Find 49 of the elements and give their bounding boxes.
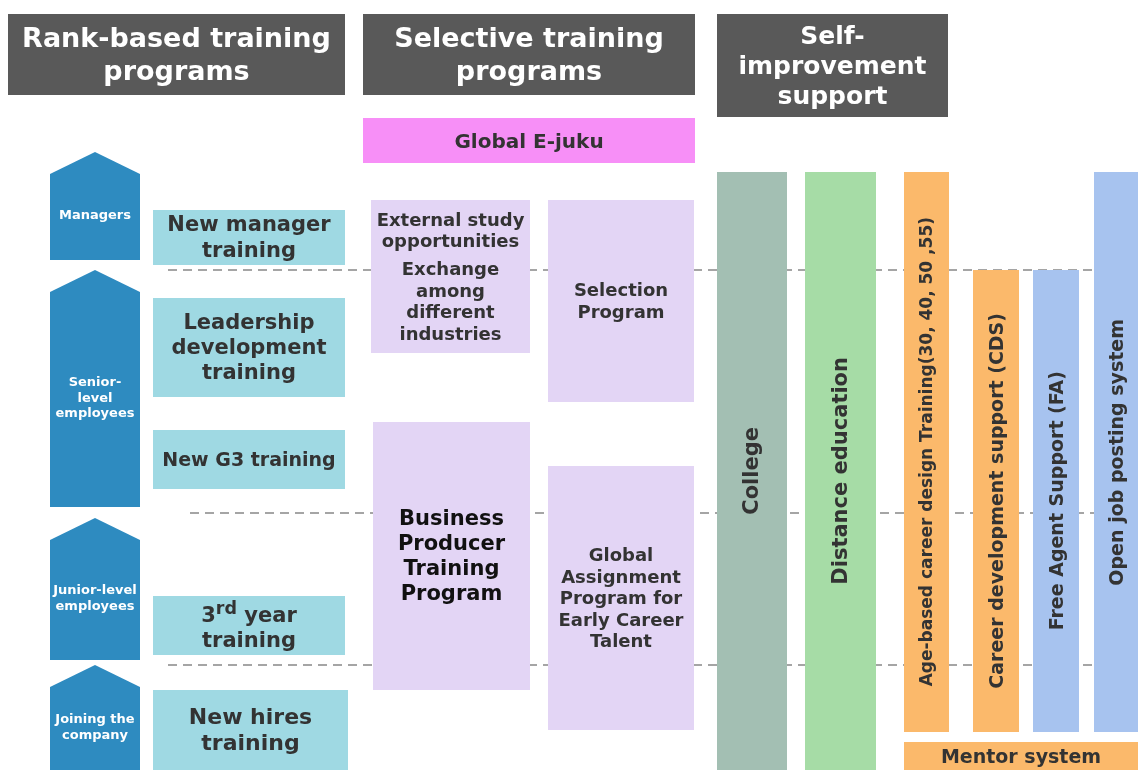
rank-pentagon bbox=[50, 665, 140, 770]
support-band bbox=[1033, 270, 1079, 732]
program-box bbox=[548, 466, 694, 730]
section-header bbox=[8, 14, 345, 95]
program-box bbox=[153, 298, 345, 397]
program-box bbox=[153, 210, 345, 265]
rank-pentagon bbox=[50, 518, 140, 660]
program-label: New manager training bbox=[166, 212, 332, 263]
header-text: Selective training programs bbox=[393, 22, 665, 87]
program-label: External study opportunities bbox=[375, 208, 526, 252]
rank-label: Senior-level employees bbox=[54, 374, 136, 421]
header-text: Self-improvement support bbox=[737, 20, 928, 111]
support-band bbox=[973, 270, 1019, 732]
program-label: New G3 training bbox=[162, 448, 336, 471]
rank-label: Managers bbox=[58, 207, 132, 223]
support-bar bbox=[904, 742, 1138, 770]
program-label: Business Producer Training Program bbox=[396, 505, 507, 607]
support-label: Open job posting system bbox=[1104, 318, 1128, 586]
program-box bbox=[371, 200, 530, 353]
support-band bbox=[904, 172, 949, 732]
support-label: Career development support (CDS) bbox=[984, 313, 1008, 689]
support-band bbox=[717, 172, 787, 770]
support-label: College bbox=[739, 427, 765, 515]
program-box bbox=[548, 200, 694, 402]
program-box bbox=[373, 422, 530, 690]
support-label: Distance education bbox=[827, 357, 853, 585]
rank-label: Joining the company bbox=[53, 710, 136, 743]
support-label: Free Agent Support (FA) bbox=[1044, 371, 1068, 631]
rank-pentagon bbox=[50, 270, 140, 507]
program-label: Selection Program bbox=[572, 279, 670, 323]
section-header bbox=[363, 14, 695, 95]
program-label: Global Assignment Program for Early Career Talent bbox=[557, 544, 685, 652]
program-label: Leadership development training bbox=[170, 309, 328, 386]
program-label: New hires training bbox=[187, 703, 314, 757]
section-header bbox=[717, 14, 948, 117]
program-banner bbox=[363, 118, 695, 163]
program-box bbox=[153, 690, 348, 770]
support-band bbox=[805, 172, 876, 770]
support-label: Mentor system bbox=[940, 744, 1102, 768]
rank-pentagon bbox=[50, 152, 140, 260]
program-label: 3$^{rd}$ year training bbox=[200, 597, 298, 654]
support-band bbox=[1094, 172, 1138, 732]
program-label: Exchange among different industries bbox=[398, 257, 503, 345]
program-box bbox=[153, 430, 345, 489]
support-label: Age-based career design Training(30, 40, 50 ,55) bbox=[916, 217, 937, 687]
program-box bbox=[153, 596, 345, 655]
rank-label: Junior-level employees bbox=[51, 582, 138, 614]
header-text: Rank-based training programs bbox=[21, 22, 332, 87]
program-label: Global E-juku bbox=[454, 128, 604, 153]
